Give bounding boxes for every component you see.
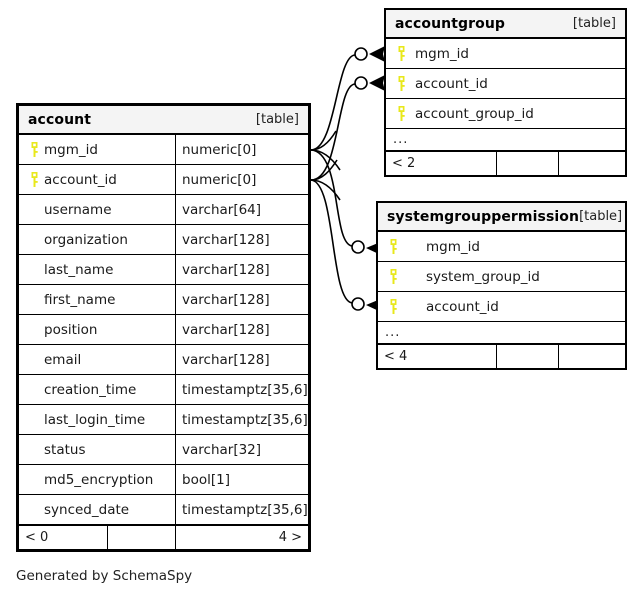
table-systemgrouppermission-tag: [table] — [579, 209, 623, 224]
table-systemgrouppermission-header: systemgrouppermission [table] — [378, 203, 625, 232]
table-row[interactable]: username varchar[64] — [19, 195, 308, 225]
table-row[interactable]: system_group_id — [378, 262, 625, 292]
column-type: timestamptz[35,6] — [175, 405, 308, 434]
column-name: last_name — [44, 261, 114, 278]
column-name: email — [44, 351, 82, 368]
table-row[interactable]: mgm_id — [386, 39, 625, 69]
column-name: position — [44, 321, 98, 338]
crowsfoot-account-accountid — [310, 159, 341, 201]
table-row[interactable]: email varchar[128] — [19, 345, 308, 375]
column-name: first_name — [44, 291, 116, 308]
column-type: numeric[0] — [175, 135, 308, 164]
column-name: account_id — [415, 75, 488, 92]
generated-by-credit: Generated by SchemaSpy — [16, 568, 193, 584]
table-accountgroup-footer: < 2 — [386, 151, 625, 175]
table-systemgrouppermission-title: systemgrouppermission — [387, 208, 580, 225]
column-name: username — [44, 201, 112, 218]
table-row[interactable]: account_group_id — [386, 99, 625, 129]
table-row[interactable]: account_id numeric[0] — [19, 165, 308, 195]
table-account-tag: [table] — [255, 112, 299, 127]
footer-middle — [107, 526, 175, 549]
table-row[interactable]: md5_encryption bool[1] — [19, 465, 308, 495]
column-type: varchar[128] — [175, 315, 308, 344]
table-systemgrouppermission-footer: < 4 — [378, 344, 625, 368]
footer-parent-count[interactable]: < 0 — [25, 530, 49, 545]
table-row[interactable]: synced_date timestamptz[35,6] — [19, 495, 308, 525]
table-account-header: account [table] — [19, 106, 308, 135]
footer-parent-count[interactable]: < 4 — [384, 349, 408, 364]
table-row[interactable]: organization varchar[128] — [19, 225, 308, 255]
key-icon — [385, 239, 402, 254]
column-name: mgm_id — [415, 45, 469, 62]
key-icon — [26, 142, 43, 157]
column-type: varchar[128] — [175, 225, 308, 254]
footer-middle — [496, 345, 558, 368]
column-type: varchar[128] — [175, 345, 308, 374]
column-type: varchar[128] — [175, 255, 308, 284]
footer-middle — [496, 152, 558, 175]
table-row[interactable]: mgm_id — [378, 232, 625, 262]
more-columns-indicator[interactable]: ... — [378, 322, 625, 344]
relationship-account-accountid-systemgrouppermission-accountid — [310, 179, 383, 313]
column-type: varchar[64] — [175, 195, 308, 224]
column-name: synced_date — [44, 501, 130, 518]
column-name: md5_encryption — [44, 471, 154, 488]
key-icon — [385, 269, 402, 284]
column-type: timestamptz[35,6] — [175, 495, 308, 524]
column-name: status — [44, 441, 86, 458]
table-row[interactable]: position varchar[128] — [19, 315, 308, 345]
table-accountgroup-tag: [table] — [572, 16, 616, 31]
column-type: bool[1] — [175, 465, 308, 494]
column-name: mgm_id — [44, 141, 98, 158]
crowsfoot-account-mgmid — [310, 130, 341, 171]
column-type: timestamptz[35,6] — [175, 375, 308, 404]
footer-child-count[interactable] — [558, 345, 625, 368]
column-name: account_id — [426, 298, 499, 315]
table-accountgroup[interactable]: accountgroup [table] mgm_id account_id — [384, 8, 627, 177]
column-type: varchar[128] — [175, 285, 308, 314]
table-accountgroup-header: accountgroup [table] — [386, 10, 625, 39]
table-row[interactable]: last_name varchar[128] — [19, 255, 308, 285]
column-name: account_id — [44, 171, 117, 188]
key-icon — [393, 46, 410, 61]
column-name: system_group_id — [426, 268, 540, 285]
column-name: organization — [44, 231, 128, 248]
footer-child-count[interactable] — [558, 152, 625, 175]
table-row[interactable]: status varchar[32] — [19, 435, 308, 465]
relationship-account-mgmid-accountgroup-mgmid — [310, 46, 385, 151]
footer-parent-count[interactable]: < 2 — [392, 156, 416, 171]
column-name: last_login_time — [44, 411, 146, 428]
column-name: mgm_id — [426, 238, 480, 255]
table-accountgroup-title: accountgroup — [395, 15, 506, 32]
more-columns-indicator[interactable]: ... — [386, 129, 625, 151]
key-icon — [393, 106, 410, 121]
relationship-account-mgmid-systemgrouppermission-mgmid — [310, 149, 383, 256]
relationship-account-accountid-accountgroup-accountid — [310, 75, 385, 181]
table-account[interactable]: account [table] mgm_id numeric[0] accoun… — [16, 103, 311, 552]
table-systemgrouppermission[interactable]: systemgrouppermission [table] mgm_id sys… — [376, 201, 627, 370]
column-type: varchar[32] — [175, 435, 308, 464]
key-icon — [393, 76, 410, 91]
table-row[interactable]: last_login_time timestamptz[35,6] — [19, 405, 308, 435]
column-type: numeric[0] — [175, 165, 308, 194]
table-row[interactable]: creation_time timestamptz[35,6] — [19, 375, 308, 405]
table-account-footer: < 0 4 > — [19, 525, 308, 549]
key-icon — [26, 172, 43, 187]
table-account-title: account — [28, 111, 91, 128]
column-name: creation_time — [44, 381, 137, 398]
table-row[interactable]: first_name varchar[128] — [19, 285, 308, 315]
footer-child-count[interactable]: 4 > — [175, 526, 308, 549]
key-icon — [385, 299, 402, 314]
column-name: account_group_id — [415, 105, 534, 122]
table-row[interactable]: account_id — [378, 292, 625, 322]
table-row[interactable]: mgm_id numeric[0] — [19, 135, 308, 165]
table-row[interactable]: account_id — [386, 69, 625, 99]
